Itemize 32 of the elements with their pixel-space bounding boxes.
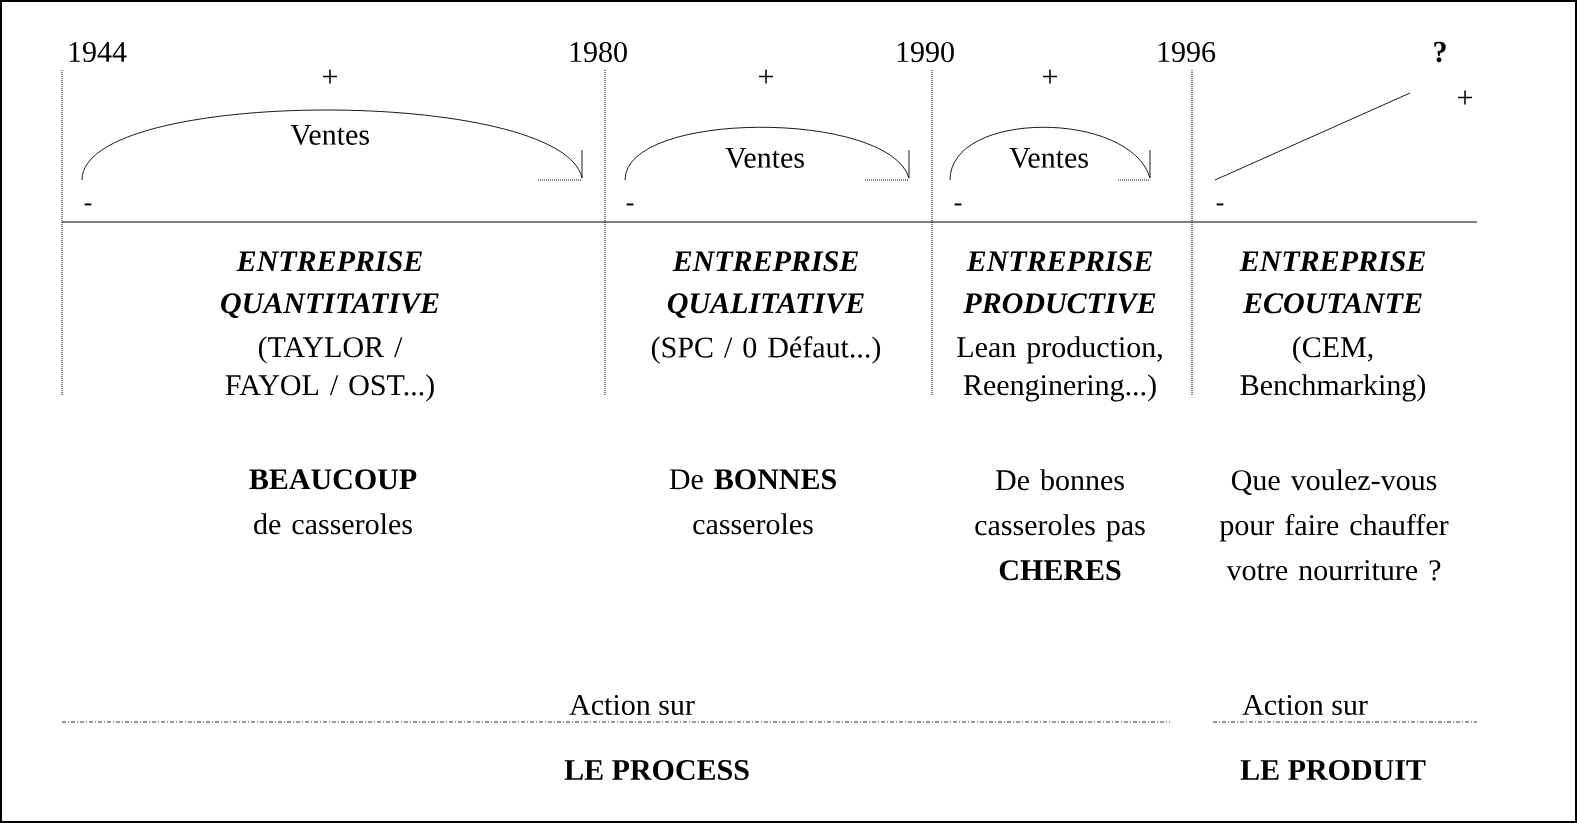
axis-caption: Action sur [1242, 694, 1368, 716]
curve-label: Ventes [290, 124, 369, 146]
year-label: 1980 [570, 41, 627, 63]
plus-sign: + [1458, 90, 1472, 105]
column-note: (SPC / 0 Défaut...) [651, 336, 881, 364]
description-text: De BONNES casseroles [669, 469, 836, 535]
minus-sign: - [1216, 203, 1224, 206]
column-heading: ENTREPRISE ECOUTANTE [1239, 251, 1425, 314]
axis-title: LE PROCESS [564, 759, 749, 781]
year-label: 1944 [69, 41, 127, 63]
description-text: De bonnes casseroles pas CHERES [975, 469, 1145, 581]
curve-label: Ventes [1009, 147, 1088, 169]
minus-sign: - [626, 203, 634, 206]
year-label: 1996 [1158, 41, 1216, 63]
column-heading: ENTREPRISE PRODUCTIVE [963, 251, 1156, 314]
column-heading: ENTREPRISE QUANTITATIVE [221, 251, 439, 318]
plus-sign: + [323, 69, 337, 84]
minus-sign: - [84, 203, 92, 206]
plus-sign: + [759, 69, 773, 84]
minus-sign: - [954, 203, 962, 206]
curve-label: Ventes [725, 147, 804, 169]
year-label: 1990 [897, 41, 954, 63]
column-note: Lean production, Reenginering...) [957, 336, 1162, 402]
description-text: BEAUCOUP de casseroles [249, 469, 417, 535]
column-note: (TAYLOR / FAYOL / OST...) [225, 336, 434, 402]
axis-title: LE PRODUIT [1240, 759, 1426, 781]
column-note: (CEM, Benchmarking) [1240, 336, 1425, 402]
column-heading: ENTREPRISE QUALITATIVE [667, 251, 864, 318]
question-mark: ? [1434, 41, 1446, 63]
axis-caption: Action sur [569, 694, 695, 716]
description-text: Que voulez-vous pour faire chauffer votre nourriture ? [1219, 469, 1449, 581]
plus-sign: + [1043, 69, 1057, 84]
